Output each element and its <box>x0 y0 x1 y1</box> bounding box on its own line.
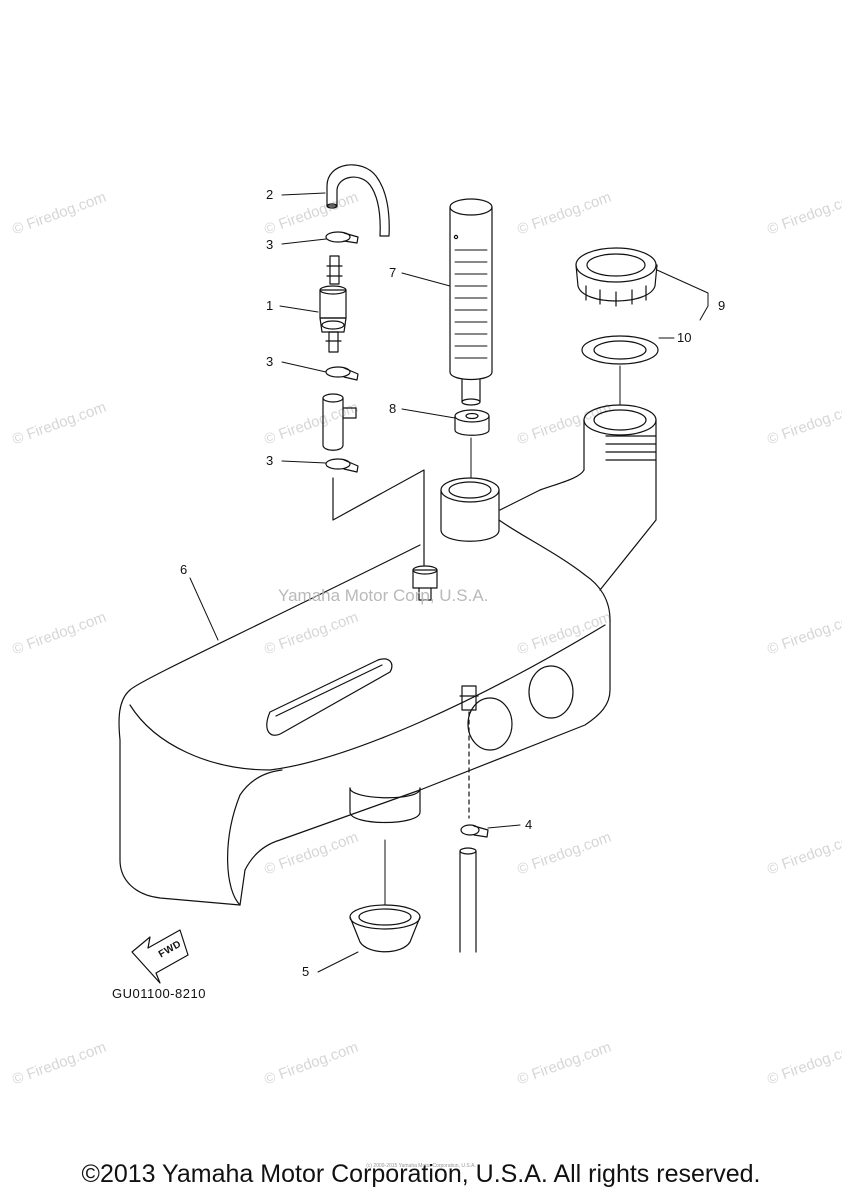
callout-6: 6 <box>180 562 188 577</box>
callout-3: 3 <box>266 453 274 468</box>
callout-1: 1 <box>266 298 274 313</box>
copyright-footer: ©2013 Yamaha Motor Corporation, U.S.A. A… <box>81 1160 761 1188</box>
callout-3: 3 <box>266 237 274 252</box>
part-2-hose <box>327 165 389 236</box>
lower-hose <box>460 848 476 952</box>
callout-9: 9 <box>718 298 726 313</box>
overlay-watermark: Yamaha Motor Corp, U.S.A. <box>278 586 489 605</box>
part-10-gasket <box>582 336 658 364</box>
part-6-fuel-tank <box>119 405 656 905</box>
diagram-code: GU01100-8210 <box>112 986 206 1001</box>
part-7-strainer <box>450 199 492 405</box>
callout-10: 10 <box>677 330 692 345</box>
callout-7: 7 <box>389 265 397 280</box>
part-9-filler-cap <box>576 248 657 306</box>
part-3-clamp-lower <box>326 459 358 472</box>
callout-5: 5 <box>302 964 310 979</box>
fuel-line-guide <box>333 470 424 565</box>
callout-8: 8 <box>389 401 397 416</box>
part-3-clamp-middle <box>326 367 358 380</box>
part-8-grommet <box>455 410 489 435</box>
callout-4: 4 <box>525 817 533 832</box>
hose-segment <box>323 394 356 450</box>
part-1-fuel-filter <box>320 256 346 352</box>
fwd-arrow-icon <box>132 930 188 983</box>
callout-2: 2 <box>266 187 274 202</box>
leader-lines <box>190 193 708 972</box>
part-3-clamp-top <box>326 232 358 243</box>
tiny-notice: (c) 2009-2015 Yamaha Motor Corporation, … <box>366 1163 476 1169</box>
callout-3: 3 <box>266 354 274 369</box>
part-5-cup <box>350 905 420 952</box>
part-4-clamp <box>461 825 488 837</box>
